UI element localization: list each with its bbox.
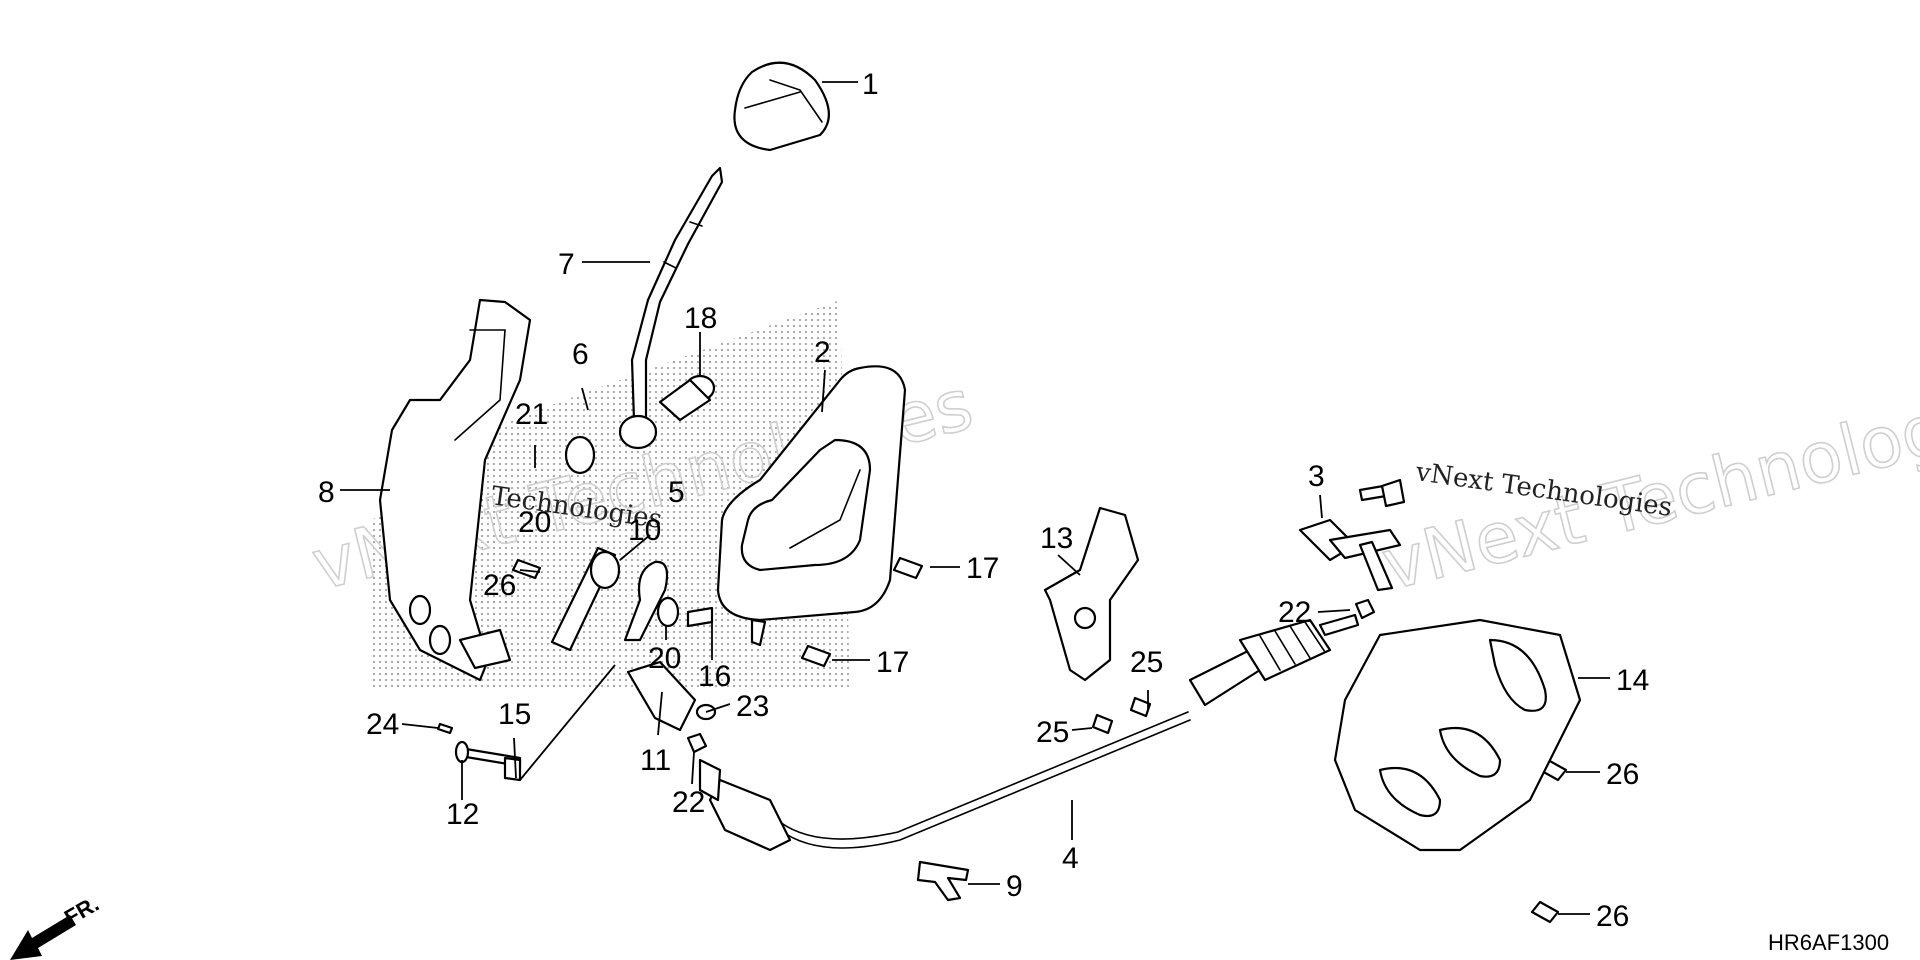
callout-4: 4 [1062, 842, 1079, 875]
part-bracket-13 [1043, 506, 1140, 682]
callout-6: 6 [572, 338, 589, 371]
part-bolt-26-bottom [1530, 900, 1560, 924]
part-arm-3 [1298, 478, 1406, 592]
callout-26c: 26 [1596, 900, 1629, 933]
part-bolt-17-top [892, 556, 924, 580]
callout-11: 11 [640, 744, 671, 777]
callout-26a: 26 [483, 569, 516, 602]
callout-8: 8 [318, 476, 335, 509]
callout-20a: 20 [518, 506, 551, 539]
part-bracket-8 [378, 298, 532, 682]
part-boot [716, 365, 907, 647]
diagram-code: HR6AF1300 [1768, 930, 1889, 955]
leader-lines [340, 81, 1610, 915]
front-direction-arrow: FR. [10, 891, 103, 960]
callout-9: 9 [1006, 870, 1023, 903]
callout-15: 15 [498, 698, 531, 731]
part-collar-18 [658, 374, 716, 422]
part-bolt-26-left [511, 558, 542, 580]
callout-22a: 22 [672, 786, 705, 819]
callout-18: 18 [684, 302, 717, 335]
callout-5: 5 [668, 476, 685, 509]
part-bolt-25-top [1129, 696, 1152, 718]
part-bolt-17-bottom [800, 644, 832, 668]
callout-26b: 26 [1606, 758, 1639, 791]
callout-7: 7 [558, 248, 575, 281]
callout-17a: 17 [966, 552, 999, 585]
callout-17b: 17 [876, 646, 909, 679]
callout-21: 21 [515, 398, 548, 431]
callout-numbers: 1 7 18 2 6 21 8 5 20 10 26 17 13 3 22 20… [318, 68, 1649, 933]
part-detent-arm [550, 546, 714, 652]
part-knob [733, 61, 830, 152]
callout-1: 1 [862, 68, 879, 101]
callout-25b: 25 [1036, 716, 1069, 749]
part-bolt-12 [436, 722, 522, 782]
callout-12: 12 [446, 798, 479, 831]
callout-16: 16 [698, 660, 731, 693]
callout-13: 13 [1040, 522, 1073, 555]
part-cable-4 [698, 613, 1360, 852]
callout-24: 24 [366, 708, 399, 741]
callout-25a: 25 [1130, 646, 1163, 679]
callout-10: 10 [628, 514, 661, 547]
callout-22b: 22 [1278, 596, 1311, 629]
callout-2: 2 [814, 336, 831, 369]
callout-14: 14 [1616, 664, 1649, 697]
part-bushing [564, 414, 658, 475]
part-nut-22-left [686, 732, 708, 754]
callout-23: 23 [736, 690, 769, 723]
callout-20b: 20 [648, 642, 681, 675]
part-cover-14 [1333, 618, 1582, 852]
callout-3: 3 [1308, 460, 1325, 493]
part-clip-9 [916, 860, 970, 902]
part-bolt-25-bottom [1091, 713, 1114, 735]
part-nut-22-right [1354, 598, 1376, 620]
